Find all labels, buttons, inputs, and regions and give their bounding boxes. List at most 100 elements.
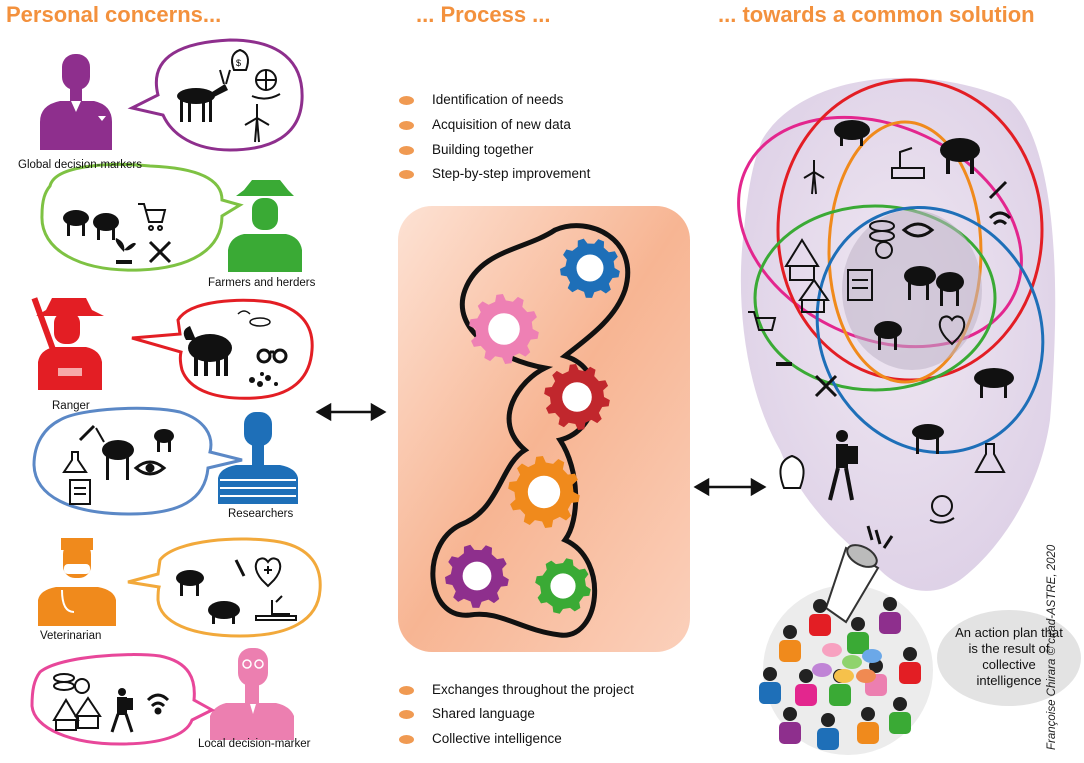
wind-turbine-icon xyxy=(244,104,270,143)
wrench-icon xyxy=(814,374,838,398)
microscope-icon xyxy=(891,147,925,179)
gear-icon xyxy=(535,558,591,614)
hut-icon xyxy=(784,238,830,313)
document-icon xyxy=(847,269,873,301)
wrench-icon xyxy=(148,240,172,264)
person-head xyxy=(783,707,797,721)
radio-collar-icon xyxy=(237,310,271,327)
heart-cross-icon xyxy=(938,315,966,346)
seedling-icon xyxy=(115,238,136,264)
person-body xyxy=(779,640,801,662)
wind-turbine-icon xyxy=(803,160,825,195)
wifi-icon xyxy=(146,693,170,715)
bullet-dot xyxy=(399,96,414,105)
gear-hole xyxy=(550,573,576,599)
antelope-icon xyxy=(912,424,944,454)
coins-icon xyxy=(869,220,895,259)
person-silhouette-icon xyxy=(38,587,116,626)
sheep-icon xyxy=(904,266,964,306)
process-step: Identification of needs xyxy=(432,92,564,107)
actor-label-veterinarian: Veterinarian xyxy=(40,630,102,642)
bullet-dot xyxy=(399,146,414,155)
bullet-dot xyxy=(399,710,414,719)
cow-icon xyxy=(974,368,1014,398)
eye-icon xyxy=(901,222,935,238)
actor-label-researchers: Researchers xyxy=(228,508,294,520)
person-body xyxy=(817,728,839,750)
hiker-icon xyxy=(110,688,134,733)
actor-farmers xyxy=(228,180,302,272)
microscope-icon xyxy=(255,595,297,621)
flask-icon xyxy=(974,443,1006,473)
hiker-icon xyxy=(828,430,858,501)
bullet-dot xyxy=(399,686,414,695)
person-head xyxy=(763,667,777,681)
wifi-icon xyxy=(988,211,1012,226)
person-body xyxy=(847,632,869,654)
warthog-icon xyxy=(834,120,870,146)
double-arrow-icon xyxy=(693,477,767,497)
gear-icon xyxy=(508,456,580,528)
actor-ranger xyxy=(31,297,104,390)
person-head xyxy=(861,707,875,721)
actor-label-global: Global decision-markers xyxy=(18,159,142,171)
process-step: Exchanges throughout the project xyxy=(432,682,634,697)
bullet-dot xyxy=(399,735,414,744)
speech-bubble-researchers xyxy=(32,406,243,516)
person-body xyxy=(809,614,831,636)
gear-hole xyxy=(562,382,592,412)
action-plan-bubble xyxy=(937,610,1081,706)
credit-line: Françoise Chirara © cirad-ASTRE, 2020 xyxy=(1046,544,1058,750)
speech-bubble-icon xyxy=(862,649,882,663)
cart-icon xyxy=(748,311,777,331)
sheep-icon xyxy=(154,429,174,452)
person-body xyxy=(795,684,817,706)
speech-bubble-icon xyxy=(842,655,862,669)
bullet-dot xyxy=(399,170,414,179)
person-silhouette-icon xyxy=(40,101,112,150)
syringe-icon xyxy=(234,559,246,577)
seedling-icon xyxy=(776,362,792,366)
person-head xyxy=(851,617,865,631)
speech-bubble-ranger xyxy=(131,298,314,400)
gear-icon xyxy=(560,238,620,298)
eye-icon xyxy=(133,460,167,476)
process-step: Acquisition of new data xyxy=(432,117,571,132)
person-silhouette-icon xyxy=(218,465,298,504)
actor-label-farmers: Farmers and herders xyxy=(208,277,316,289)
person-body xyxy=(879,612,901,634)
person-body xyxy=(857,722,879,744)
heading-personal-concerns: Personal concerns... xyxy=(6,2,222,27)
solution-icons xyxy=(748,120,1014,524)
process-step: Collective intelligence xyxy=(432,731,562,746)
document-icon xyxy=(69,479,91,505)
person-head xyxy=(883,597,897,611)
actor-global-decision-makers xyxy=(40,54,112,150)
antelope-icon xyxy=(177,69,231,122)
speech-bubble-icon xyxy=(822,643,842,657)
heading-process: ... Process ... xyxy=(416,2,551,27)
person-body xyxy=(889,712,911,734)
speech-bubble-global: $ xyxy=(127,38,304,152)
cart-icon xyxy=(138,203,167,231)
goat-icon xyxy=(176,570,204,596)
coins-icon xyxy=(53,673,90,694)
gear-hole xyxy=(488,313,520,345)
person-body xyxy=(829,684,851,706)
action-plan-text: An action plan that is the result of col… xyxy=(955,625,1063,688)
person-head xyxy=(813,599,827,613)
person-head xyxy=(799,669,813,683)
person-head xyxy=(903,647,917,661)
gear-hole xyxy=(462,561,492,591)
gear-hole xyxy=(527,475,561,509)
person-body xyxy=(899,662,921,684)
crowd xyxy=(759,597,921,750)
globe-hand-icon xyxy=(929,495,955,524)
actor-local-decision-maker xyxy=(210,648,294,740)
buffalo-icon xyxy=(183,326,232,376)
flask-icon xyxy=(62,451,88,473)
person-head xyxy=(783,625,797,639)
buffalo-icon xyxy=(940,138,980,174)
person-head xyxy=(821,713,835,727)
